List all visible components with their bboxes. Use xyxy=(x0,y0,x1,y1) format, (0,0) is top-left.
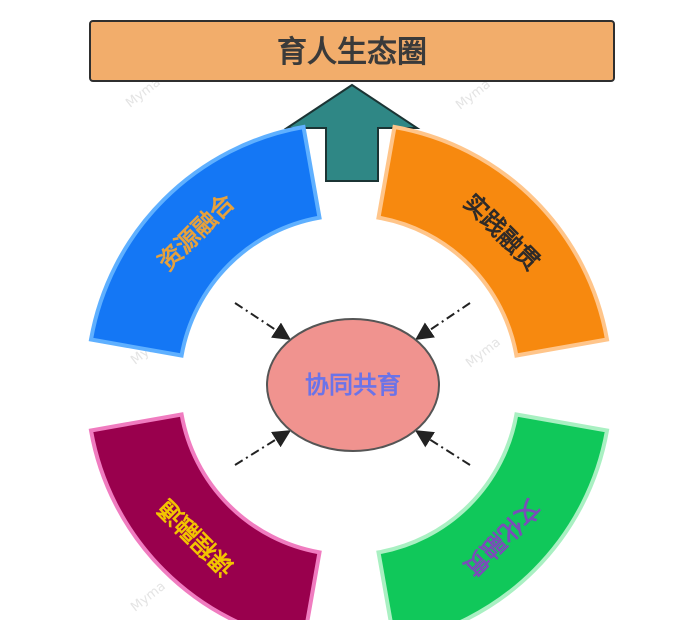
connector-arrow-top-right xyxy=(415,302,471,341)
sector-shape-bottom-right xyxy=(376,412,610,620)
connector-group xyxy=(234,302,471,466)
page-title: 育人生态圈 xyxy=(277,35,427,70)
connector-arrow-bottom-right xyxy=(414,430,471,466)
watermark: Myma xyxy=(453,77,493,113)
title-box: 育人生态圈 xyxy=(89,20,615,82)
sector-shape-bottom-left xyxy=(88,412,322,620)
up-arrow-icon xyxy=(283,83,421,182)
title-rect xyxy=(89,20,615,82)
connector-arrow-top-left xyxy=(234,302,292,340)
watermark: Myma xyxy=(463,335,503,371)
sector-shape-top-left xyxy=(88,124,322,358)
center-label: 协同共育 xyxy=(305,371,401,399)
connector-arrow-bottom-left xyxy=(234,430,292,466)
center-node: 协同共育 xyxy=(266,318,440,452)
sector-ring: 资源融合 实践融贯 课程融通 文化融贯 xyxy=(88,124,610,620)
sector-shape-top-right xyxy=(376,124,610,358)
center-circle xyxy=(266,318,440,452)
watermark: Myma xyxy=(128,579,168,615)
